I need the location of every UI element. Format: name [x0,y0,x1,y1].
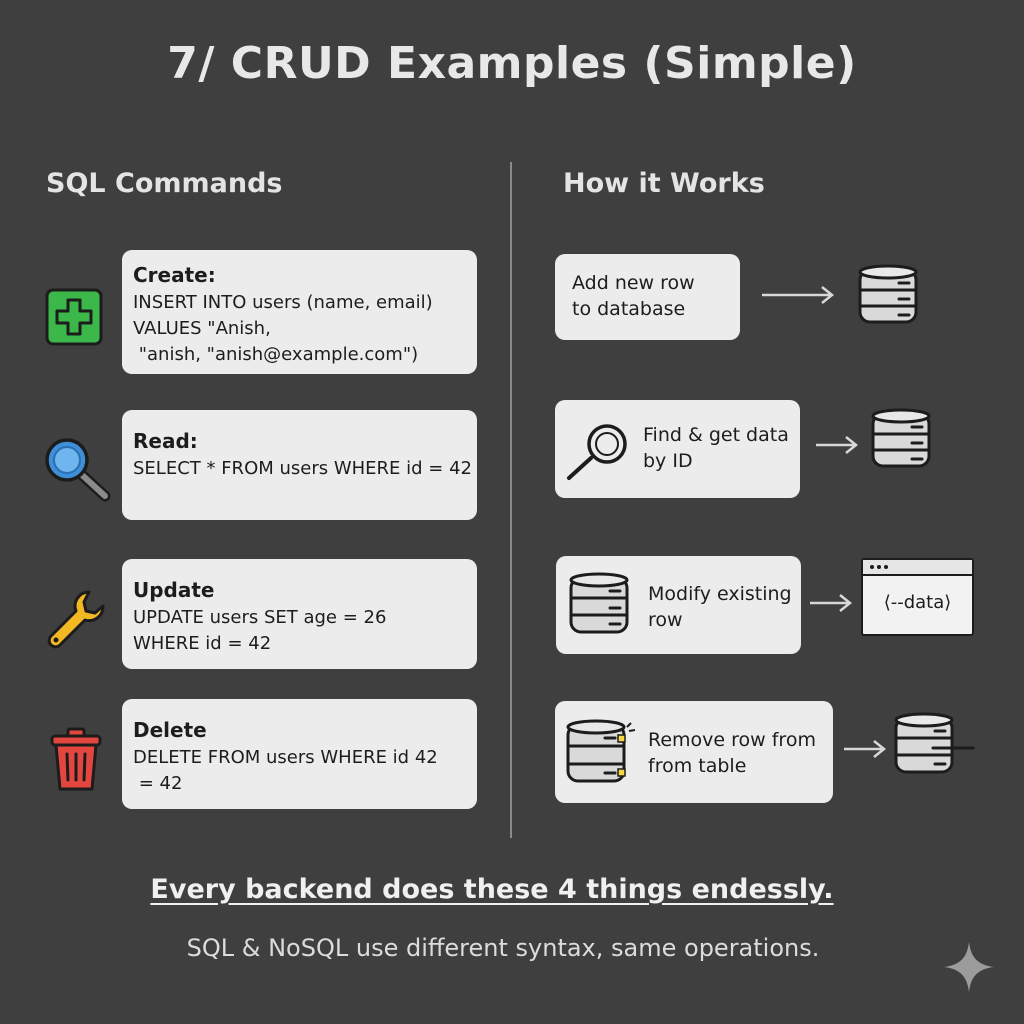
database-icon [870,408,932,476]
database-removed-row-icon [893,712,977,782]
create-how-line: to database [572,298,686,320]
database-icon [565,719,637,794]
read-how-line: by ID [643,450,693,472]
create-sql-line: VALUES "Anish, [133,318,271,339]
read-sql-line: SELECT * FROM users WHERE id = 42 [133,458,473,479]
trash-can-icon [49,727,103,797]
arrow-icon [808,592,854,618]
plus-square-icon [45,288,103,350]
create-sql-line: "anish, "anish@example.com") [133,344,419,365]
update-how-card: Modify existing row [556,556,801,654]
create-sql-line: INSERT INTO users (name, email) [133,292,433,313]
delete-how-line: from table [648,755,747,777]
window-titlebar [863,560,972,576]
footer-subline: SQL & NoSQL use different syntax, same o… [186,934,820,962]
update-sql-card: Update UPDATE users SET age = 26 WHERE i… [122,559,477,669]
sql-commands-heading: SQL Commands [46,168,283,199]
arrow-icon [814,434,860,460]
database-icon [568,572,630,645]
update-sql-line: WHERE id = 42 [133,633,272,654]
update-sql-line: UPDATE users SET age = 26 [133,607,387,628]
arrow-icon [760,284,836,310]
delete-how-card: Remove row from from table [555,701,833,803]
create-how-card: Add new row to database [555,254,740,340]
page-title: 7/ CRUD Examples (Simple) [167,38,857,89]
browser-window-icon: ⟨--data⟩ [861,558,974,636]
delete-sql-card: Delete DELETE FROM users WHERE id 42 = 4… [122,699,477,809]
wrench-icon [45,588,105,656]
window-dots-icon [870,565,888,569]
read-how-line: Find & get data [643,424,789,446]
footer-headline: Every backend does these 4 things endess… [150,874,834,905]
read-label: Read: [133,429,198,453]
create-sql-card: Create: INSERT INTO users (name, email) … [122,250,477,374]
update-how-line: row [648,609,683,631]
magnifier-icon [43,436,111,506]
update-how-line: Modify existing [648,583,792,605]
read-how-card: Find & get data by ID [555,400,800,498]
data-code-label: ⟨--data⟩ [883,592,952,613]
how-it-works-heading: How it Works [563,168,765,199]
sparkle-icon [942,940,996,998]
database-icon [857,264,919,332]
delete-how-line: Remove row from [648,729,816,751]
read-sql-card: Read: SELECT * FROM users WHERE id = 42 [122,410,477,520]
delete-label: Delete [133,718,207,742]
magnifier-icon [565,422,631,489]
delete-sql-line: = 42 [133,773,183,794]
update-label: Update [133,578,215,602]
column-divider [510,162,512,838]
arrow-icon [842,738,888,764]
create-how-line: Add new row [572,272,695,294]
create-label: Create: [133,263,216,287]
delete-sql-line: DELETE FROM users WHERE id 42 [133,747,438,768]
